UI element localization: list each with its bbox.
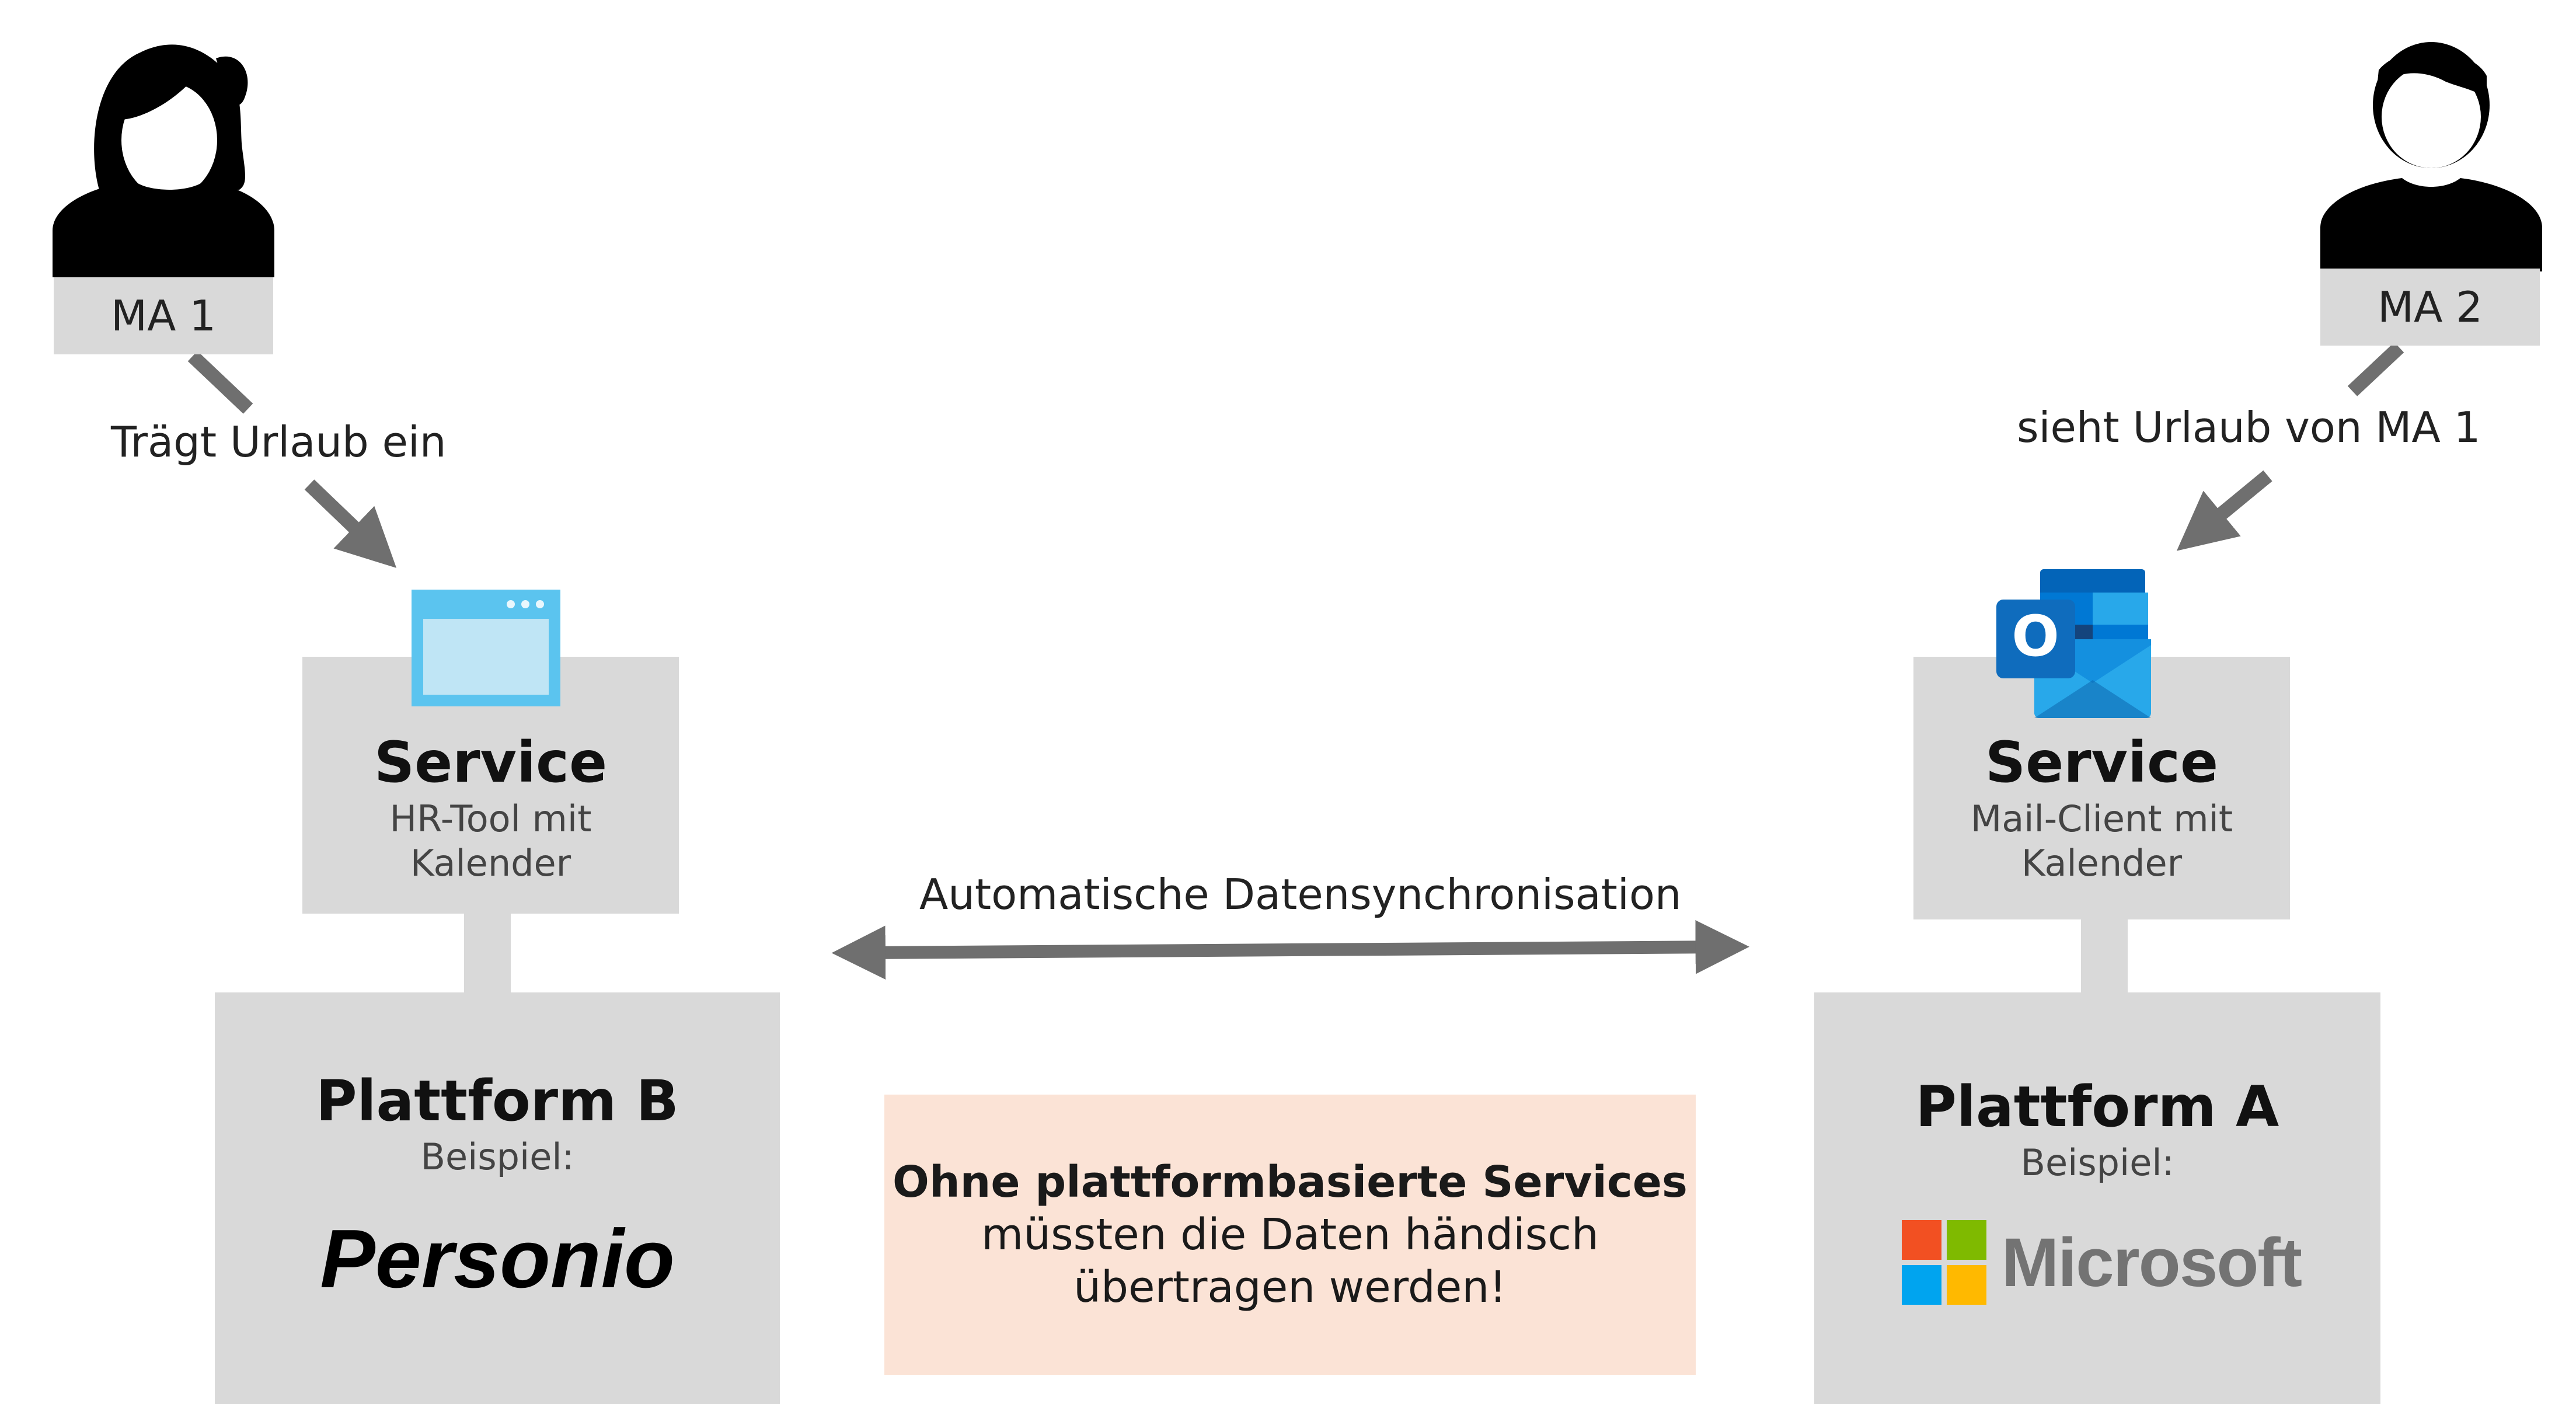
microsoft-logo: Microsoft	[1902, 1220, 2302, 1305]
ma1-label-box: MA 1	[54, 277, 273, 354]
platform-b-title: Plattform B	[316, 1068, 679, 1134]
note-line2: müssten die Daten händisch	[981, 1209, 1599, 1260]
ma1-arrow-lower	[304, 479, 397, 568]
ma2-label-box: MA 2	[2320, 269, 2540, 346]
sync-double-arrow	[831, 920, 1749, 980]
personio-logo: Personio	[320, 1213, 675, 1305]
ma2-label: MA 2	[2377, 283, 2483, 332]
platform-b-box: Plattform B Beispiel: Personio	[215, 992, 780, 1404]
sync-label: Automatische Datensynchronisation	[919, 870, 1682, 919]
browser-window-icon	[412, 590, 560, 706]
ma2-action-caption: sieht Urlaub von MA 1	[2017, 403, 2481, 452]
male-user-icon	[2320, 42, 2542, 271]
platform-b-subtitle: Beispiel:	[420, 1135, 574, 1178]
ma1-arrow-upper	[187, 351, 253, 414]
ma2-arrow-lower	[2176, 470, 2272, 551]
platform-a-box: Plattform A Beispiel: Microsoft	[1814, 992, 2380, 1404]
outlook-letter: O	[2012, 604, 2059, 669]
hr-service-line2: Kalender	[410, 841, 571, 884]
microsoft-wordmark: Microsoft	[2002, 1224, 2302, 1301]
mail-service-line1: Mail-Client mit	[1970, 797, 2233, 840]
outlook-icon: O	[1996, 569, 2151, 718]
platform-a-title: Plattform A	[1915, 1074, 2279, 1140]
female-user-icon	[53, 44, 274, 277]
platform-a-subtitle: Beispiel:	[2020, 1141, 2174, 1184]
mail-service-title: Service	[1985, 730, 2219, 795]
manual-transfer-note: Ohne plattformbasierte Services müssten …	[884, 1095, 1696, 1375]
hr-service-title: Service	[374, 730, 608, 795]
mail-service-subtitle: Mail-Client mit Kalender	[1913, 797, 2290, 885]
ma1-label: MA 1	[110, 291, 217, 340]
right-stub-connector	[2081, 917, 2128, 998]
hr-service-subtitle: HR-Tool mit Kalender	[302, 797, 679, 885]
mail-service-box: Service Mail-Client mit Kalender	[1913, 657, 2290, 919]
ma2-arrow-upper	[2347, 342, 2404, 396]
note-line1: Ohne plattformbasierte Services	[893, 1156, 1688, 1207]
note-line3: übertragen werden!	[1073, 1262, 1507, 1313]
hr-service-line1: HR-Tool mit	[389, 797, 592, 840]
ma1-action-caption: Trägt Urlaub ein	[111, 417, 447, 466]
microsoft-squares-icon	[1902, 1220, 1986, 1305]
mail-service-line2: Kalender	[2021, 841, 2183, 884]
left-stub-connector	[464, 911, 511, 998]
